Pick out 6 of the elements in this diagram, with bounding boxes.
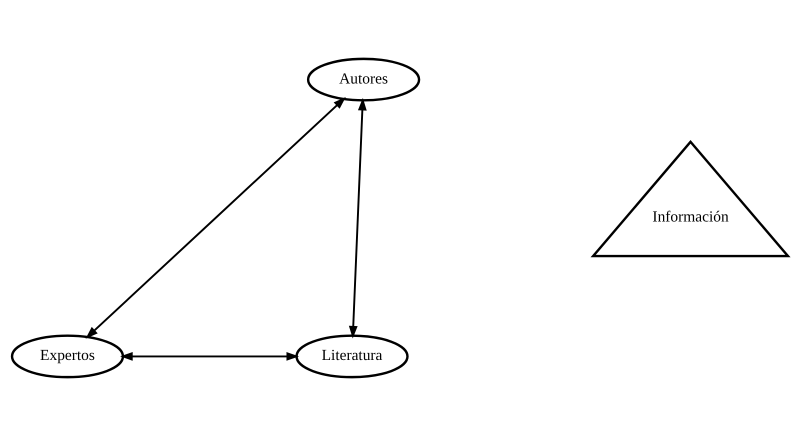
arrow xyxy=(120,352,300,360)
arrow xyxy=(86,96,346,338)
node-ellipse: Autores xyxy=(306,57,420,102)
node-ellipse: Expertos xyxy=(10,334,124,378)
node-ellipse: Literatura xyxy=(295,334,409,378)
arrow xyxy=(348,97,367,338)
